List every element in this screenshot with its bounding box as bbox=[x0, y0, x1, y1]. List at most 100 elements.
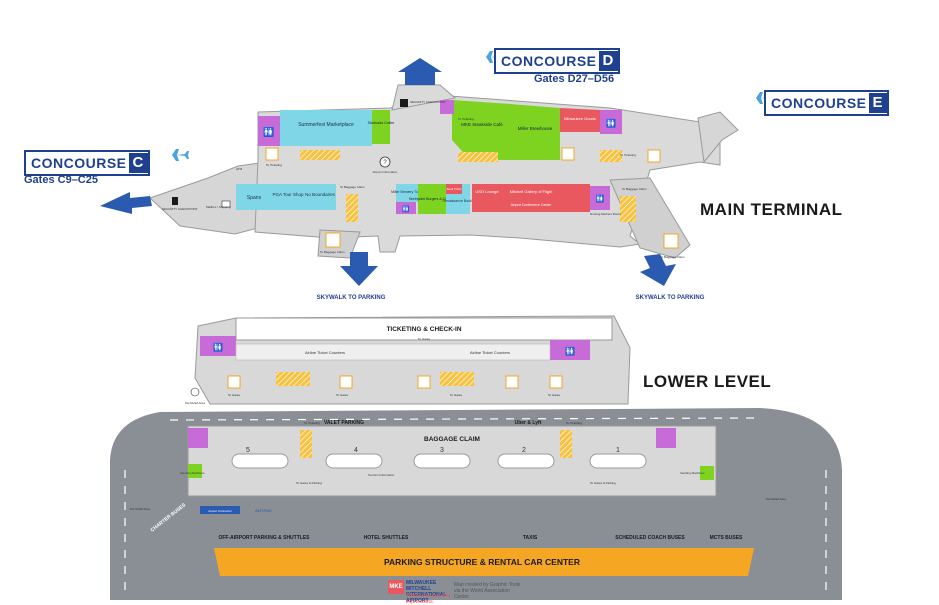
mailbox-icon bbox=[221, 200, 231, 208]
parking-structure bbox=[214, 548, 754, 576]
hotel-label: HOTEL SHUTTLES bbox=[364, 535, 409, 541]
plane-c-icon bbox=[156, 149, 189, 161]
to-baggage-3: To Baggage Claim bbox=[320, 250, 345, 254]
parking-label: PARKING STRUCTURE & RENTAL CAR CENTER bbox=[384, 557, 580, 567]
shop-summerfest: Summerfest Marketplace bbox=[280, 110, 372, 146]
elevator-lower-icon bbox=[227, 375, 563, 389]
to-ticketing-1: To Ticketing bbox=[266, 163, 282, 167]
shop-miller-brewery: Miller Brewery Tours bbox=[391, 184, 423, 202]
tourism-label: Tourism Information bbox=[368, 473, 395, 477]
atm-label: ATM bbox=[236, 167, 243, 171]
svg-text:?: ? bbox=[383, 160, 387, 166]
to-ticketing-2: To Ticketing bbox=[458, 117, 474, 121]
shop-starbucks-label: Starbucks Coffee bbox=[368, 121, 395, 125]
svg-text:🚻: 🚻 bbox=[606, 118, 616, 128]
shop-no-boundaries-label: No Boundaries bbox=[305, 192, 336, 197]
restroom-d bbox=[440, 100, 454, 114]
coach-label: SCHEDULED COACH BUSES bbox=[615, 535, 685, 541]
concourse-e-prefix: CONCOURSE bbox=[771, 95, 867, 111]
elevator-icon bbox=[265, 99, 679, 249]
stairs-main-3 bbox=[346, 194, 358, 222]
to-gates-top: To Gates bbox=[418, 337, 431, 341]
baggage-title: BAGGAGE CLAIM bbox=[424, 436, 480, 443]
shop-miller-brewhouse-label: Miller Brewhouse bbox=[518, 126, 553, 131]
carousel-icons bbox=[231, 453, 647, 469]
shop-miller-brewery-label: Miller Brewery Tours bbox=[391, 190, 423, 194]
map-credit: Map created by Graphic Tools via the Wor… bbox=[454, 582, 521, 600]
to-gates-r1: To Gates bbox=[450, 393, 463, 397]
to-gates-parking-r: To Gates & Parking bbox=[590, 481, 616, 485]
restroom-main-right: 🚻 bbox=[560, 184, 610, 212]
airport-logo: MKE bbox=[388, 580, 404, 594]
stairs-bag-2 bbox=[560, 430, 572, 458]
svg-text:🚻: 🚻 bbox=[213, 342, 223, 352]
shop-uso-lounge: USO Lounge bbox=[472, 184, 502, 212]
shop-northpoint-label: Northpoint Burgers & Custard bbox=[409, 197, 455, 201]
shop-spanx-label: Spanx bbox=[247, 195, 262, 201]
to-ticketing-bag-r: To Ticketing bbox=[566, 421, 582, 425]
security-c-icon bbox=[172, 197, 178, 205]
stairs-bag-1 bbox=[300, 430, 312, 458]
shop-mitchell-gallery: Mitchell Gallery of Flight Airport Confe… bbox=[502, 184, 560, 212]
security-d-label: SECURITY CHECKPOINT bbox=[410, 100, 446, 104]
stairs-main-5 bbox=[600, 150, 622, 162]
svg-text:🚻: 🚻 bbox=[402, 205, 410, 213]
shop-pga: PGA Tour Shop bbox=[272, 184, 304, 210]
to-gates-parking-l: To Gates & Parking bbox=[296, 481, 322, 485]
counters-right: Airline Ticket Counters bbox=[470, 350, 510, 355]
stairs-main-4 bbox=[620, 196, 636, 222]
lower-level-title: LOWER LEVEL bbox=[643, 372, 772, 391]
stairs-lower-2 bbox=[440, 372, 474, 386]
to-ticketing-bag-l: To Ticketing bbox=[304, 421, 320, 425]
concourse-d-letter: D bbox=[598, 51, 618, 71]
concourse-c-gates: Gates C9–C25 bbox=[24, 174, 98, 186]
to-ticketing-3: To Ticketing bbox=[620, 153, 636, 157]
info-icon bbox=[379, 156, 391, 168]
shop-mod-pizza-label: Bowl Pizza bbox=[447, 187, 462, 191]
svg-text:🚻: 🚻 bbox=[596, 194, 605, 203]
greyhound-logo bbox=[200, 506, 240, 514]
concourse-d-prefix: CONCOURSE bbox=[501, 53, 597, 69]
mailbox-label: Mailbox / Shipping bbox=[206, 205, 231, 209]
svg-text:🚻: 🚻 bbox=[263, 126, 274, 137]
mcts-label: MCTS BUSES bbox=[710, 535, 743, 541]
skywalk-right-label: SKYWALK TO PARKING bbox=[636, 295, 705, 301]
shop-conference-label: Airport Conference Center bbox=[511, 203, 553, 207]
to-baggage-4: To Baggage Claim bbox=[660, 255, 685, 259]
plane-d-icon bbox=[470, 51, 503, 63]
skywalk-arrow-left-icon bbox=[340, 252, 378, 286]
shop-milwaukee-goods: Milwaukee Goods bbox=[560, 108, 600, 132]
security-c-label: SECURITY CHECKPOINT bbox=[162, 207, 198, 211]
shop-miller-brewhouse: Miller Brewhouse bbox=[510, 104, 560, 160]
offairport-label: OFF-AIRPORT PARKING & SHUTTLES bbox=[218, 535, 310, 541]
amtrak-label: AMTRAK bbox=[254, 508, 272, 513]
to-gates-l2: To Gates bbox=[336, 393, 349, 397]
arrow-up-concourse-d-icon bbox=[398, 58, 442, 85]
carousel-2: 2 bbox=[522, 447, 526, 454]
carousel-4: 4 bbox=[354, 447, 358, 454]
shop-starbucks: Starbucks Coffee bbox=[368, 110, 395, 144]
main-terminal-title: MAIN TERMINAL bbox=[700, 200, 843, 219]
restroom-e: 🚻 bbox=[600, 110, 622, 134]
vending-l: Vending Machines bbox=[180, 471, 205, 475]
taxis-label: TAXIS bbox=[523, 535, 538, 541]
skywalk-left-label: SKYWALK TO PARKING bbox=[317, 295, 386, 301]
stairs-main-2 bbox=[458, 152, 498, 162]
carousel-5: 5 bbox=[246, 447, 250, 454]
ticketing-title: TICKETING & CHECK-IN bbox=[386, 326, 461, 333]
greyhound-label: Airport Connector bbox=[208, 509, 232, 513]
valet-label: VALET PARKING bbox=[324, 420, 364, 426]
lower-pet-relief: Pet Relief Area bbox=[185, 401, 205, 405]
shop-spanx: Spanx bbox=[236, 184, 272, 210]
shop-northpoint: Northpoint Burgers & Custard bbox=[409, 184, 455, 214]
to-baggage-1: To Baggage Claim bbox=[340, 185, 365, 189]
arrow-left-concourse-c-icon bbox=[100, 192, 152, 214]
to-gates-l1: To Gates bbox=[228, 393, 241, 397]
stairs-lower-1 bbox=[276, 372, 310, 386]
airport-info-label: Airport Information bbox=[373, 170, 398, 174]
shop-pga-label: PGA Tour Shop bbox=[273, 192, 304, 197]
shop-mod-pizza: Bowl Pizza bbox=[446, 184, 462, 194]
pet-relief-r: Pet Relief Area bbox=[766, 497, 786, 501]
